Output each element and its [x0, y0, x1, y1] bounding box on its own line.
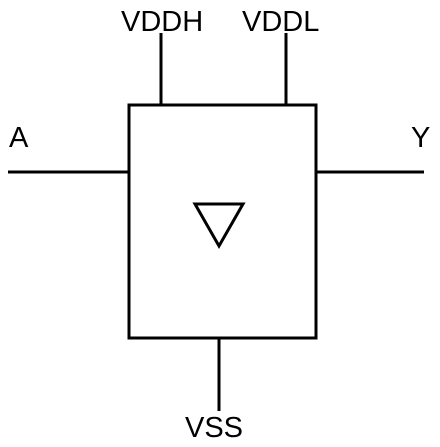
down-triangle-icon — [192, 202, 246, 250]
vss-label: VSS — [185, 412, 243, 444]
cell-body — [127, 103, 318, 340]
output-y-label: Y — [411, 122, 430, 154]
input-a-label: A — [9, 122, 29, 154]
vddh-label: VDDH — [121, 6, 203, 38]
vddl-label: VDDL — [242, 6, 319, 38]
